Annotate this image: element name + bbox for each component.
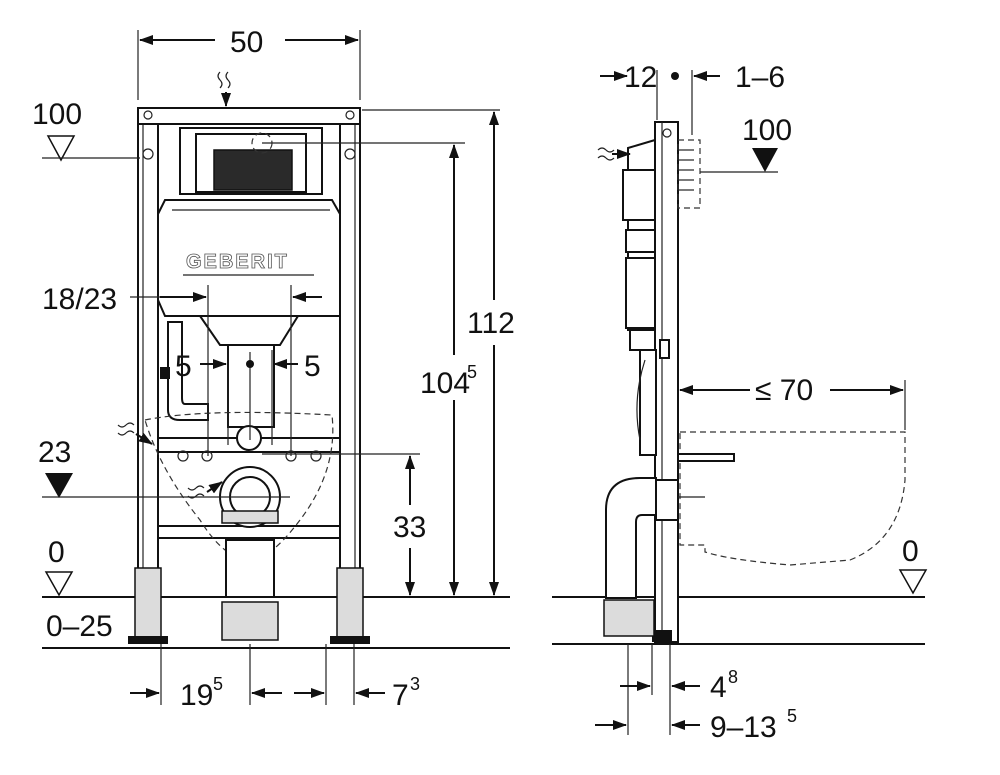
dim-frame-height: 112 [467,307,515,340]
dim-floor-range: 0–25 [46,610,113,643]
dim-foot-left: 19 [180,679,213,712]
dim-side-top-right: 1–6 [735,61,785,94]
dim-bowl-projection: ≤ 70 [755,374,813,407]
dim-side-top-left: 12 [624,61,657,94]
dim-actuator-height: 104 [420,367,470,400]
frame-right-upright [339,107,361,641]
side-level-top-triangle [752,148,778,172]
side-level-top-label: 100 [742,114,792,147]
dim-drain-height: 33 [393,511,426,544]
side-level-floor-label: 0 [902,535,919,568]
level-floor-label: 0 [48,536,65,569]
dim-frame-width: 50 [230,26,263,59]
dim-foot-left-sup: 5 [213,674,223,694]
dim-side-bottom-inner-sup: 8 [728,667,738,687]
side-level-floor-triangle [898,569,928,595]
side-frame-profile [654,121,679,643]
wc-outline [144,411,334,561]
dim-side-bottom-inner: 4 [710,671,727,704]
dim-actuator-height-sup: 5 [467,362,477,382]
actuator-opening [213,149,293,191]
level-mid-label: 23 [38,436,71,469]
side-actuator [677,139,701,209]
level-top-triangle [46,135,76,162]
frame-foot-right [336,567,364,641]
dim-side-bottom-outer-sup: 5 [787,706,797,726]
dim-offset-right: 5 [304,350,321,383]
side-drain-bend [605,477,657,599]
brand-logo: GEBERIT [186,251,289,273]
dim-foot-right-sup: 3 [410,674,420,694]
dim-side-bottom-outer: 9–13 [710,711,777,744]
frame-left-upright [137,107,159,641]
frame-foot-left [134,567,162,641]
side-view: 12 1–6 100 ≤ 70 0 4 8 9–13 5 [552,61,928,744]
drain-pipe-end [221,601,279,641]
dim-foot-right: 7 [392,679,409,712]
frame-top-crossbar [137,107,361,125]
level-floor-triangle [44,571,74,597]
level-mid-triangle [45,473,73,498]
level-top-label: 100 [32,98,82,131]
side-wc-outline [679,431,906,566]
dim-offset-left: 5 [175,350,192,383]
front-view: GEBERIT [32,26,515,712]
dim-connection-spacing: 18/23 [42,283,117,316]
